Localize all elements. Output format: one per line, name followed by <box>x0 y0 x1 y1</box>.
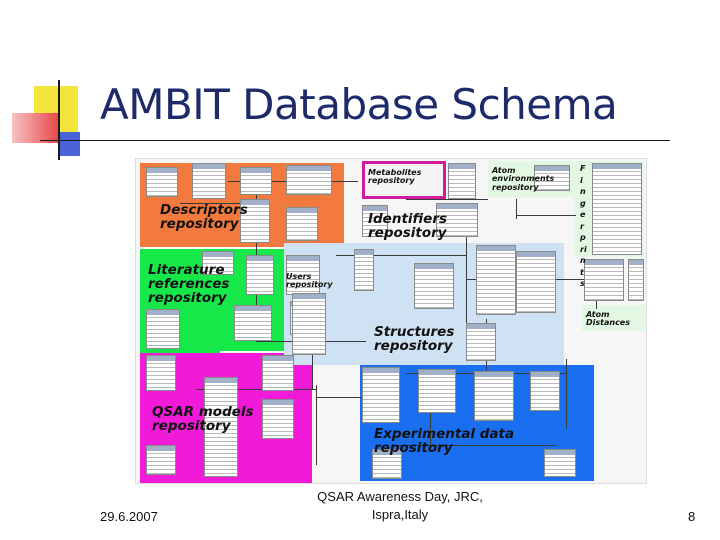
schema-table <box>292 293 326 355</box>
connector-line <box>180 203 240 204</box>
experimental-data-repository-label: Experimental data repository <box>374 426 515 457</box>
schema-table <box>530 371 560 411</box>
atom-distances-label: Atom Distances <box>586 310 630 328</box>
schema-table <box>534 165 570 191</box>
metabolites-repository-label: Metabolites repository <box>368 168 422 186</box>
schema-table <box>448 163 476 199</box>
users-repository-label: Users repository <box>286 272 333 290</box>
connector-line <box>196 389 316 390</box>
structures-repository-label: Structures repository <box>374 324 455 355</box>
page-number: 8 <box>688 509 696 524</box>
schema-table <box>418 369 456 413</box>
title-underline <box>40 140 670 141</box>
footer-event-line-2: Ispra,Italy <box>371 507 429 522</box>
schema-table <box>414 263 454 309</box>
connector-line <box>406 199 488 200</box>
schema-table <box>516 251 556 313</box>
schema-table <box>202 251 234 275</box>
title-decoration-red-bar <box>12 113 58 143</box>
connector-line <box>516 215 576 216</box>
footer-date: 29.6.2007 <box>100 509 158 524</box>
schema-table <box>146 355 176 391</box>
connector-line <box>566 359 567 429</box>
qsar-models-repository-label: QSAR models repository <box>152 404 254 435</box>
database-schema-diagram: Descriptors repository Literature refere… <box>135 158 647 484</box>
schema-table <box>592 163 642 255</box>
schema-table <box>246 255 274 295</box>
title-decoration-blue-square <box>58 132 80 156</box>
literature-repository-label: Literature references repository <box>148 262 230 307</box>
schema-table <box>476 245 516 315</box>
schema-table <box>262 399 294 439</box>
metabolites-region <box>362 161 446 199</box>
schema-table <box>286 255 320 295</box>
connector-line <box>336 255 466 256</box>
connector-line <box>516 199 517 219</box>
schema-table <box>544 449 576 477</box>
title-decoration-vertical-line <box>58 80 60 160</box>
atom-distances-region <box>582 305 646 331</box>
connector-line <box>316 385 317 465</box>
connector-line <box>430 403 431 451</box>
schema-table <box>286 207 318 241</box>
fingerprints-label: Fingerprints <box>580 164 587 288</box>
schema-table <box>240 167 272 195</box>
schema-table <box>146 445 176 475</box>
schema-table <box>362 205 388 237</box>
connector-line <box>316 397 372 398</box>
schema-table <box>234 305 272 341</box>
schema-table <box>466 323 496 361</box>
footer-event-line-1: QSAR Awareness Day, JRC, <box>317 489 483 504</box>
schema-table <box>584 259 624 301</box>
footer-event: QSAR Awareness Day, JRC, Ispra,Italy <box>280 488 520 524</box>
schema-table <box>354 249 374 291</box>
connector-line <box>396 445 556 446</box>
schema-table <box>146 309 180 349</box>
schema-table <box>474 371 514 421</box>
schema-table <box>192 163 226 199</box>
schema-table <box>146 167 178 197</box>
schema-table <box>262 355 294 391</box>
descriptors-repository-label: Descriptors repository <box>160 202 248 233</box>
schema-table <box>628 259 644 301</box>
identifiers-repository-label: Identifiers repository <box>368 211 448 242</box>
schema-table <box>372 449 402 479</box>
schema-table <box>204 377 238 477</box>
schema-table <box>240 199 270 243</box>
schema-table <box>286 165 332 195</box>
slide-title: AMBIT Database Schema <box>100 80 618 129</box>
schema-table <box>436 203 478 237</box>
atom-environments-repository-label: Atom environments repository <box>492 166 555 192</box>
schema-table <box>362 367 400 423</box>
